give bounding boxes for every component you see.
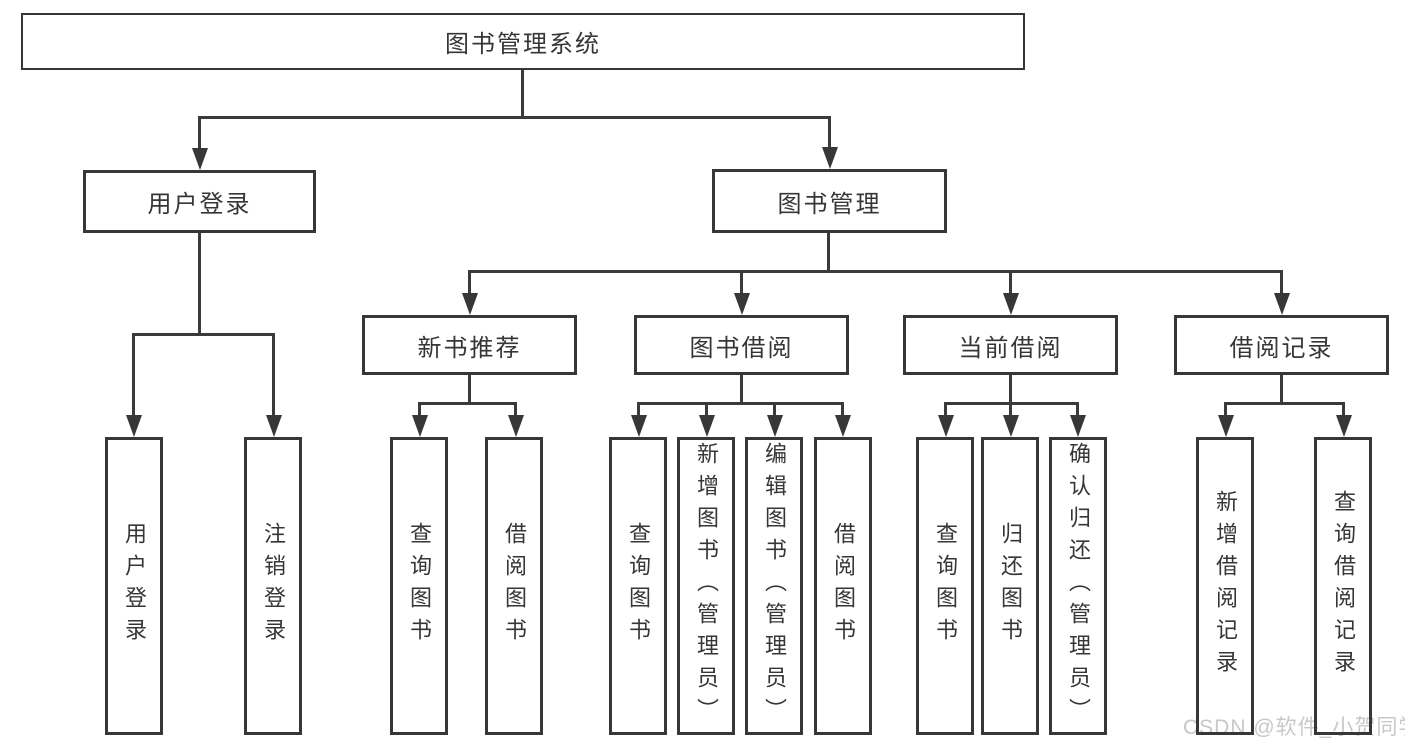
arrow-cb-query bbox=[938, 415, 954, 437]
connector-cb-drop-1 bbox=[944, 402, 947, 418]
arrow-cb-return bbox=[1003, 415, 1019, 437]
connector-br-drop-1 bbox=[1224, 402, 1227, 418]
connector-l1-drop-right bbox=[828, 116, 831, 150]
arrow-bb-add bbox=[699, 415, 715, 437]
arrow-leaf-logout bbox=[266, 415, 282, 437]
node-borrow-record: 借阅记录 bbox=[1174, 315, 1389, 375]
connector-root-stub bbox=[521, 69, 524, 119]
connector-nbr-split bbox=[418, 402, 517, 405]
arrow-nbr-query bbox=[412, 415, 428, 437]
leaf-cb-return-book: 归还图书 bbox=[981, 437, 1039, 735]
leaf-bb-borrow-book: 借阅图书 bbox=[814, 437, 872, 735]
connector-br-stub bbox=[1280, 375, 1283, 405]
leaf-cb-confirm-return-admin: 确认归还（管理员） bbox=[1049, 437, 1107, 735]
connector-l1-drop-left bbox=[198, 116, 201, 150]
node-book-mgmt-branch: 图书管理 bbox=[712, 169, 947, 233]
connector-nbr-drop-2 bbox=[514, 402, 517, 418]
leaf-bb-add-book-admin: 新增图书（管理员） bbox=[677, 437, 735, 735]
connector-l3-drop-2 bbox=[740, 270, 743, 295]
connector-login-stub bbox=[198, 233, 201, 336]
arrow-current-borrow bbox=[1003, 293, 1019, 315]
arrow-bb-borrow bbox=[835, 415, 851, 437]
arrow-nbr-borrow bbox=[508, 415, 524, 437]
connector-l1-split bbox=[198, 116, 831, 119]
connector-bb-drop-2 bbox=[705, 402, 708, 418]
connector-bb-drop-4 bbox=[841, 402, 844, 418]
connector-br-split bbox=[1224, 402, 1343, 405]
node-user-login-branch: 用户登录 bbox=[83, 170, 316, 233]
csdn-watermark: CSDN @软件_小贺同学 bbox=[1183, 716, 1405, 739]
connector-l3-drop-3 bbox=[1009, 270, 1012, 295]
node-current-borrow: 当前借阅 bbox=[903, 315, 1118, 375]
leaf-cb-query-book: 查询图书 bbox=[916, 437, 974, 735]
arrow-book-borrow bbox=[734, 293, 750, 315]
connector-cb-drop-3 bbox=[1076, 402, 1079, 418]
arrow-br-add bbox=[1218, 415, 1234, 437]
connector-l3-split bbox=[468, 270, 1283, 273]
leaf-user-login: 用户登录 bbox=[105, 437, 163, 735]
arrow-borrow-record bbox=[1274, 293, 1290, 315]
leaf-br-add-record: 新增借阅记录 bbox=[1196, 437, 1254, 735]
leaf-br-query-record: 查询借阅记录 bbox=[1314, 437, 1372, 735]
node-root: 图书管理系统 bbox=[21, 13, 1025, 70]
node-book-borrow: 图书借阅 bbox=[634, 315, 849, 375]
leaf-bb-query-book: 查询图书 bbox=[609, 437, 667, 735]
connector-bb-drop-3 bbox=[773, 402, 776, 418]
arrow-bb-edit bbox=[767, 415, 783, 437]
arrow-user-login-branch bbox=[192, 148, 208, 170]
connector-br-drop-2 bbox=[1342, 402, 1345, 418]
leaf-nbr-query-book: 查询图书 bbox=[390, 437, 448, 735]
connector-bb-stub bbox=[740, 375, 743, 405]
connector-l3-drop-1 bbox=[468, 270, 471, 295]
arrow-leaf-user-login bbox=[126, 415, 142, 437]
connector-cb-drop-2 bbox=[1009, 402, 1012, 418]
connector-bb-split bbox=[637, 402, 844, 405]
arrow-bb-query bbox=[631, 415, 647, 437]
connector-nbr-drop-1 bbox=[418, 402, 421, 418]
connector-login-drop-1 bbox=[132, 333, 135, 417]
arrow-cb-confirm bbox=[1070, 415, 1086, 437]
connector-mgmt-stub bbox=[827, 233, 830, 273]
connector-login-split bbox=[132, 333, 275, 336]
arrow-br-query bbox=[1336, 415, 1352, 437]
arrow-new-book-recommend bbox=[462, 293, 478, 315]
leaf-bb-edit-book-admin: 编辑图书（管理员） bbox=[745, 437, 803, 735]
leaf-logout: 注销登录 bbox=[244, 437, 302, 735]
connector-nbr-stub bbox=[468, 375, 471, 405]
connector-l3-drop-4 bbox=[1280, 270, 1283, 295]
node-new-book-recommend: 新书推荐 bbox=[362, 315, 577, 375]
leaf-nbr-borrow-book: 借阅图书 bbox=[485, 437, 543, 735]
arrow-book-mgmt-branch bbox=[822, 147, 838, 169]
connector-bb-drop-1 bbox=[637, 402, 640, 418]
connector-cb-stub bbox=[1009, 375, 1012, 405]
connector-login-drop-2 bbox=[272, 333, 275, 417]
